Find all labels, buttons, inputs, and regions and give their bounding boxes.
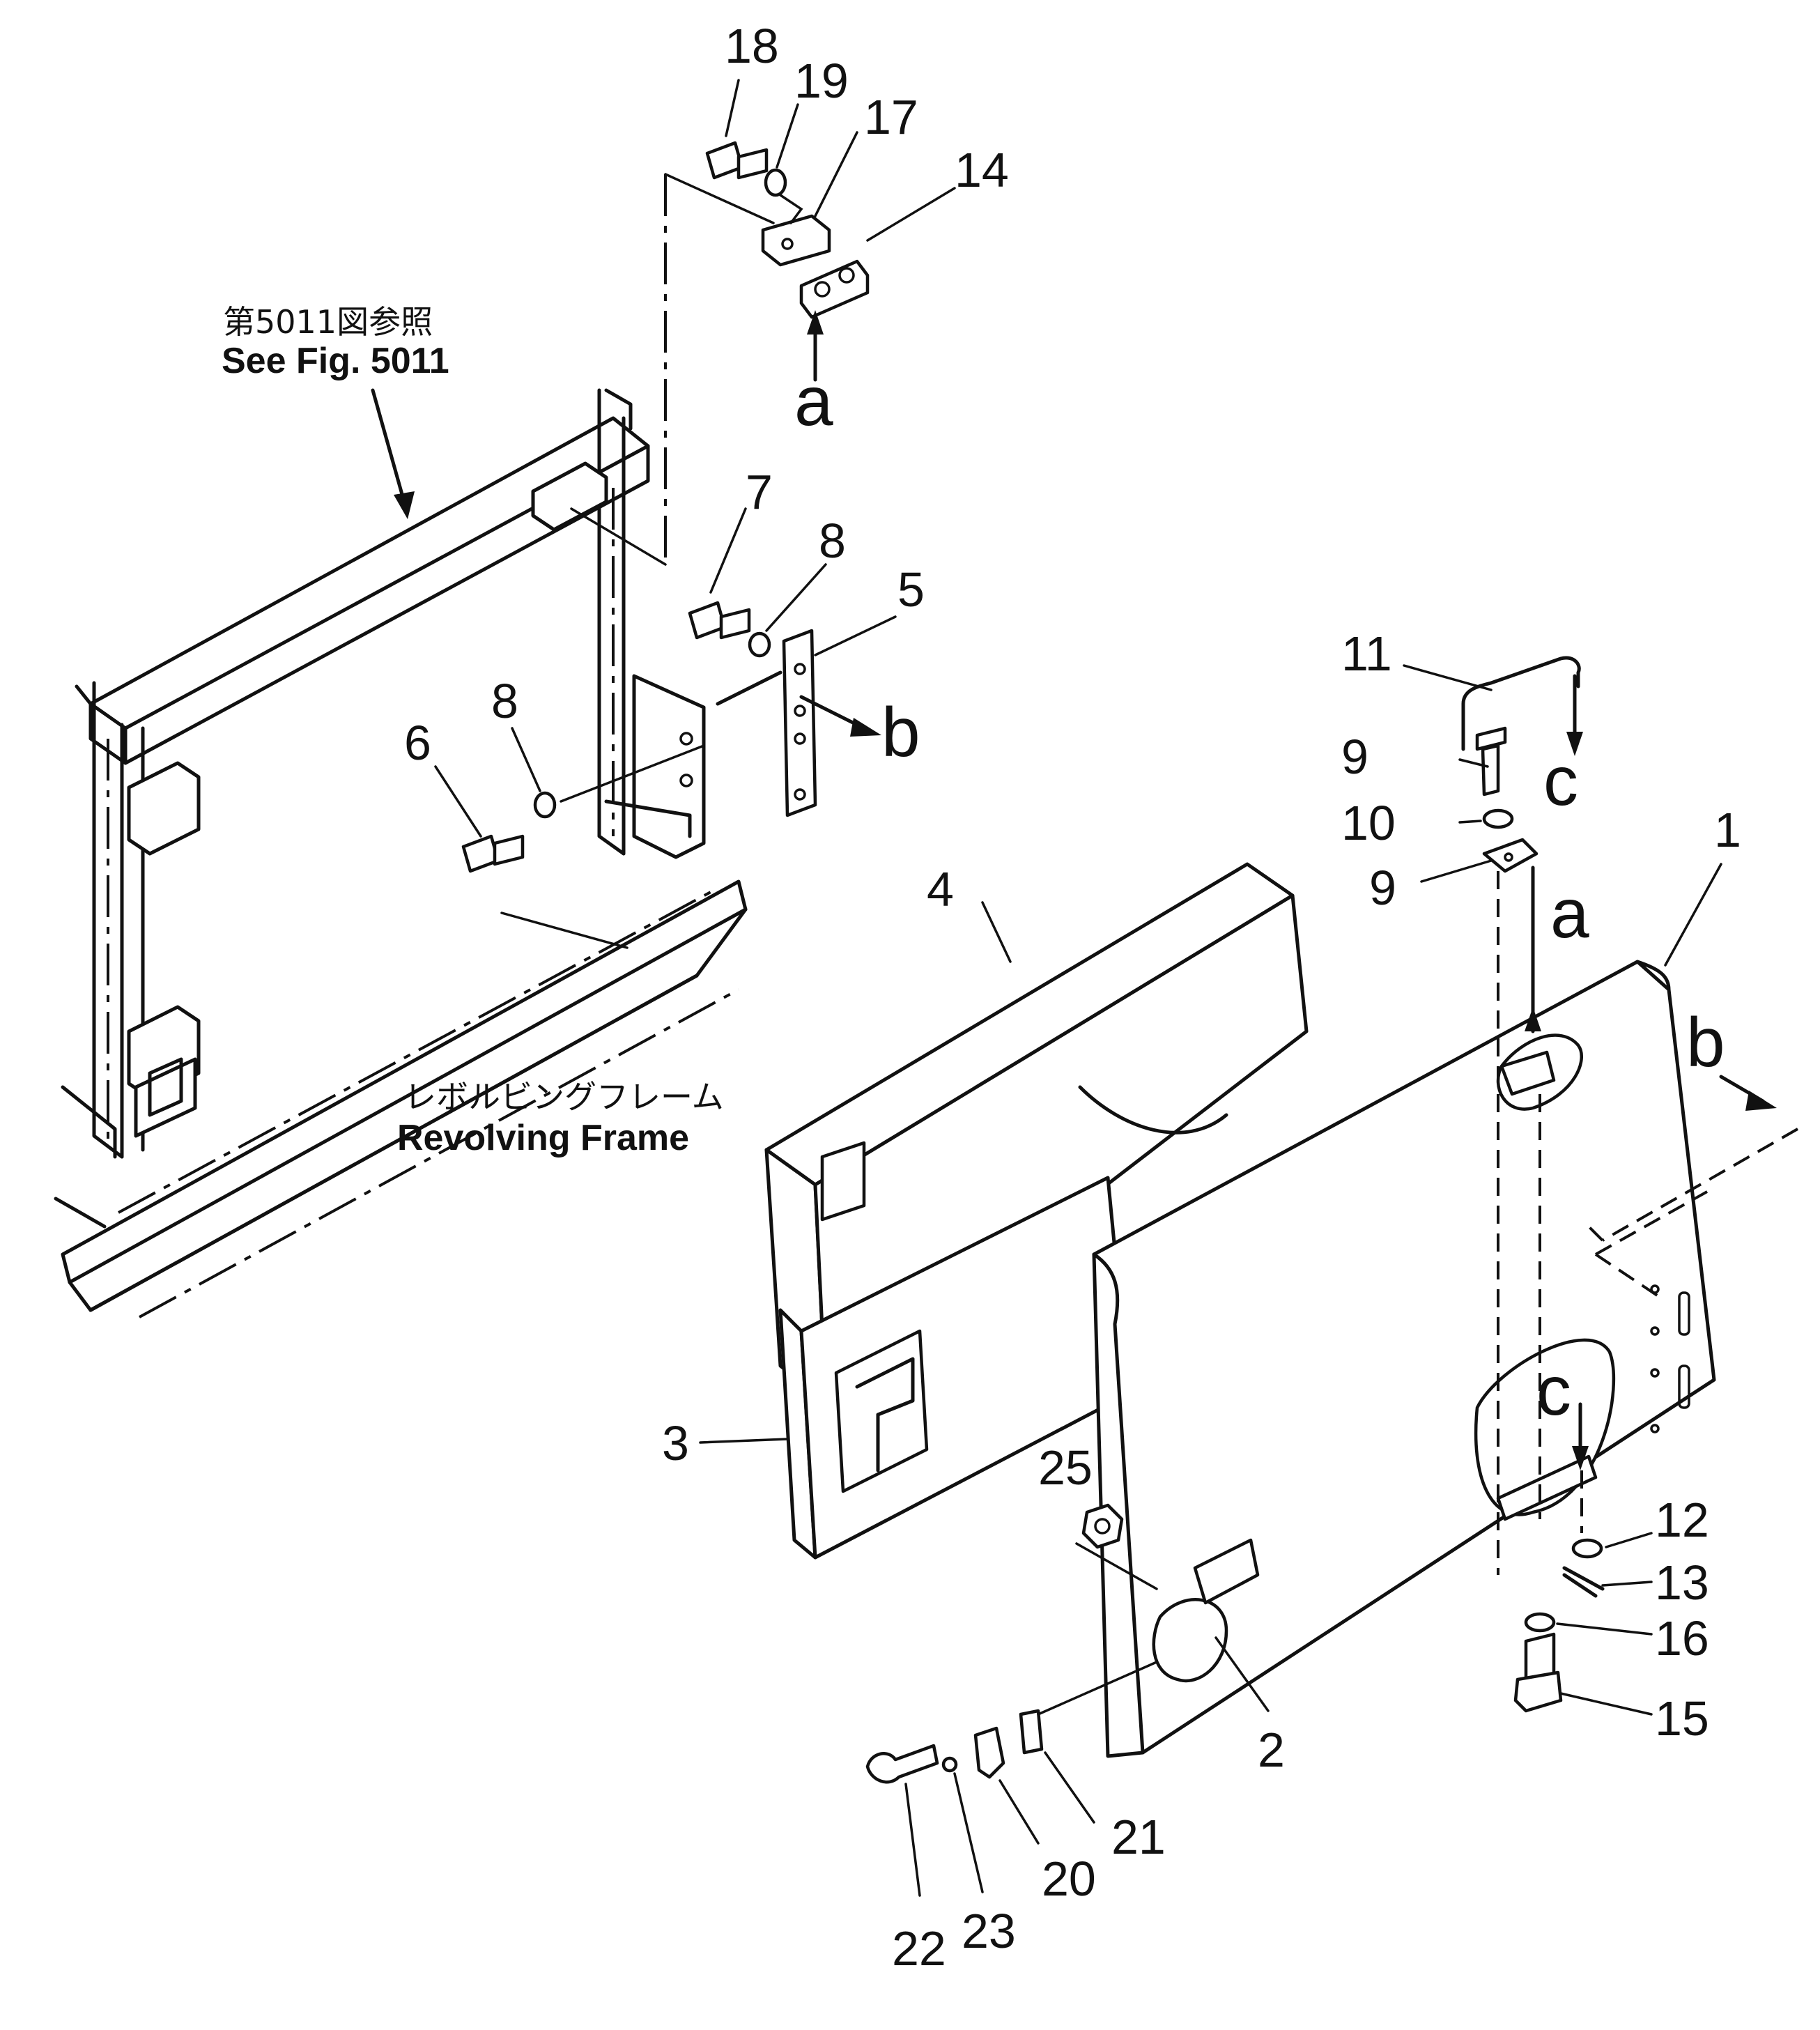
leader-lines	[434, 79, 1722, 1897]
label-10: 9	[1341, 730, 1368, 784]
label-7: 7	[746, 465, 773, 519]
label-19: 18	[725, 19, 779, 73]
latch-parts	[865, 1503, 1158, 1784]
marker-c-lower: c	[1536, 1352, 1571, 1430]
label-22: 21	[1111, 1810, 1166, 1864]
label-23: 22	[892, 1921, 946, 1976]
label-4: 4	[927, 862, 954, 916]
note-reference-jp: 第5011図参照	[223, 303, 433, 341]
label-8-upper: 8	[819, 514, 846, 568]
note-frame-jp: レボルビングフレーム	[404, 1078, 724, 1116]
label-2: 2	[1258, 1723, 1285, 1777]
view-marker-letters: a a b b c c	[794, 362, 1725, 1430]
lower-small-parts	[1513, 1538, 1605, 1713]
label-20: 19	[794, 54, 849, 108]
note-reference-en: See Fig. 5011	[222, 341, 449, 381]
reference-notes: 第5011図参照 See Fig. 5011 レボルビングフレーム Revolv…	[222, 303, 724, 1158]
part-number-labels: 18 19 17 14 7 8 5 6 8 11 9 10 9 1 4 3 25…	[404, 19, 1741, 1976]
marker-a-top: a	[794, 362, 833, 440]
label-5: 5	[897, 562, 925, 617]
bracket-5-group	[461, 601, 817, 873]
note-frame-en: Revolving Frame	[397, 1118, 689, 1158]
label-6: 6	[404, 716, 431, 770]
view-arrows	[371, 310, 1777, 1470]
marker-b-middle: b	[881, 693, 920, 771]
label-12: 11	[1341, 626, 1392, 681]
lock-assembly	[1461, 656, 1581, 873]
label-13: 12	[1655, 1493, 1709, 1547]
label-8-lower: 8	[491, 674, 518, 728]
label-3: 3	[662, 1416, 689, 1470]
marker-a-right: a	[1550, 875, 1589, 953]
hinge-assembly-top	[705, 141, 870, 319]
label-25: 25	[1038, 1440, 1093, 1495]
label-9: 9	[1369, 861, 1396, 915]
door-panel-1	[1092, 871, 1798, 1758]
label-15: 14	[955, 143, 1009, 197]
label-16: 15	[1655, 1691, 1709, 1746]
label-18: 17	[864, 90, 918, 144]
revolving-frame	[54, 173, 775, 1318]
label-24: 23	[962, 1904, 1016, 1958]
marker-b-right: b	[1686, 1004, 1725, 1082]
label-14: 13	[1655, 1555, 1709, 1610]
label-21: 20	[1042, 1852, 1096, 1906]
marker-c-top: c	[1543, 742, 1578, 820]
label-1: 1	[1714, 803, 1741, 857]
label-17: 16	[1655, 1611, 1709, 1666]
label-11: 10	[1341, 796, 1396, 850]
